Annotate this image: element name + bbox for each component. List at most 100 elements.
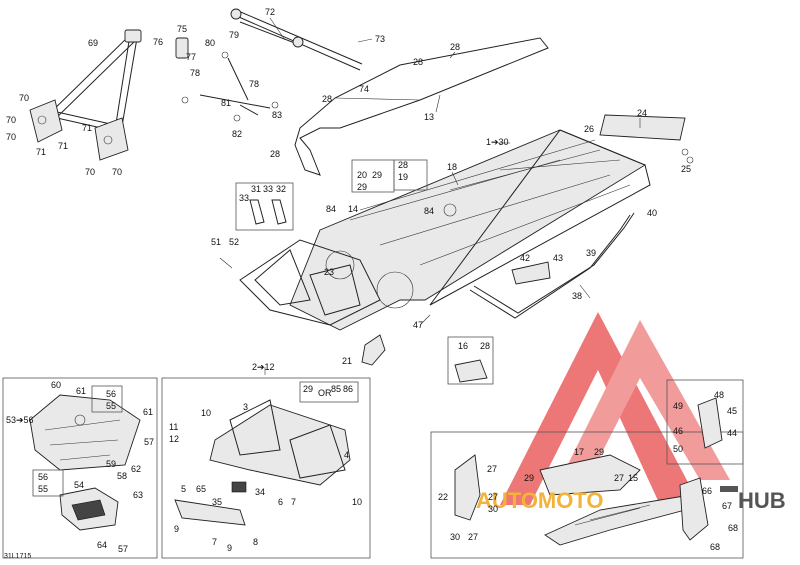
detail-box-53-64: [2, 377, 158, 559]
callout: 10: [352, 497, 362, 507]
watermark-bar: [720, 486, 738, 492]
main-frame: [219, 129, 651, 331]
detail-box-2-12: [161, 377, 371, 559]
skid-plate-module: [454, 454, 691, 546]
callout-labels: 72 73 75 76 77 80 79 78 78 81 82 83 69 7…: [6, 7, 738, 554]
callout: 58: [117, 471, 127, 481]
bracket-right: [271, 199, 287, 225]
callout: 59: [106, 459, 116, 469]
callout: 5: [181, 484, 186, 494]
callout: 3: [243, 402, 248, 412]
callout: 28: [480, 341, 490, 351]
callout: 29: [357, 182, 367, 192]
callout: 50: [673, 444, 683, 454]
callout: 4: [344, 450, 349, 460]
callout: 34: [255, 487, 265, 497]
callout: 29: [372, 170, 382, 180]
fastener-box-56-55-bottom: [32, 469, 64, 497]
callout: 23: [324, 267, 334, 277]
callout: 84: [326, 204, 336, 214]
callout: 2➔12: [252, 362, 275, 372]
rear-rail: [599, 114, 694, 164]
bracket-16: [454, 359, 488, 383]
callout: 86: [343, 384, 353, 394]
callout: 27: [487, 464, 497, 474]
callout: 74: [359, 84, 369, 94]
callout: 56: [38, 472, 48, 482]
fastener-box-28-19: [393, 159, 428, 191]
callout: 47: [413, 320, 423, 330]
callout: 70: [19, 93, 29, 103]
bracket-detail-16: [447, 336, 494, 385]
callout: 39: [586, 248, 596, 258]
diagram-code: 31L1715: [4, 553, 32, 560]
bracket-66-68: [679, 477, 709, 541]
watermark-word-right: HUB: [738, 488, 786, 513]
callout: 71: [36, 147, 46, 157]
callout: 67: [722, 501, 732, 511]
front-end-module: [174, 399, 351, 526]
callout: 28: [398, 160, 408, 170]
callout: 53➔56: [6, 415, 34, 425]
fastener-box-56-55-top: [91, 385, 123, 413]
callout: 42: [520, 253, 530, 263]
callout: 28: [270, 149, 280, 159]
bracket-21: [361, 334, 386, 366]
callout: 62: [131, 464, 141, 474]
callout: 72: [265, 7, 275, 17]
callout: 45: [727, 406, 737, 416]
callout: 17: [574, 447, 584, 457]
callout: 63: [133, 490, 143, 500]
watermark-word-left: AUTOMOTO: [476, 488, 604, 513]
callout: 11: [169, 422, 178, 432]
callout: 57: [118, 544, 128, 554]
callout: 76: [153, 37, 163, 47]
callout: 29: [594, 447, 604, 457]
callout: 49: [673, 401, 683, 411]
bracket-44-49: [697, 397, 723, 449]
callout: 51: [211, 237, 221, 247]
callout: 71: [82, 123, 92, 133]
fastener-box-29-85-86: [299, 381, 359, 403]
callout: 85: [331, 384, 341, 394]
callout: 19: [398, 172, 408, 182]
callout: 18: [447, 162, 457, 172]
callout: 64: [97, 540, 107, 550]
rod-assembly: [175, 8, 363, 122]
callout: 9: [174, 524, 179, 534]
callout: 70: [6, 132, 16, 142]
callout: 27: [488, 492, 498, 502]
callout: 78: [249, 79, 259, 89]
bracket-left: [249, 199, 265, 225]
suspension-arm-assembly: [29, 29, 142, 161]
callout: 6: [278, 497, 283, 507]
callout: 28: [413, 57, 423, 67]
callout: 70: [112, 167, 122, 177]
callout: 52: [229, 237, 239, 247]
watermark-triangle-outer: [500, 312, 700, 505]
callout: 33: [263, 184, 273, 194]
callout: 75: [177, 24, 187, 34]
callout: 83: [272, 110, 282, 120]
callout: 68: [710, 542, 720, 552]
callout: 30: [450, 532, 460, 542]
callout: 46: [673, 426, 683, 436]
callout: 13: [424, 112, 434, 122]
callout: 30: [488, 504, 498, 514]
callout: OR: [318, 388, 332, 398]
callout: 31: [251, 184, 261, 194]
callout: 7: [291, 497, 296, 507]
watermark-triangle-inner: [560, 320, 730, 480]
callout: 65: [196, 484, 206, 494]
callout: 33: [239, 193, 249, 203]
callout: 73: [375, 34, 385, 44]
callout: 29: [524, 473, 534, 483]
callout: 10: [201, 408, 211, 418]
callout: 84: [424, 206, 434, 216]
callout: 43: [553, 253, 563, 263]
watermark-text: AUTOMOTO HUB: [476, 486, 786, 513]
bracket-detail-box: [235, 182, 294, 231]
callout: 28: [450, 42, 460, 52]
callout: 55: [106, 401, 116, 411]
